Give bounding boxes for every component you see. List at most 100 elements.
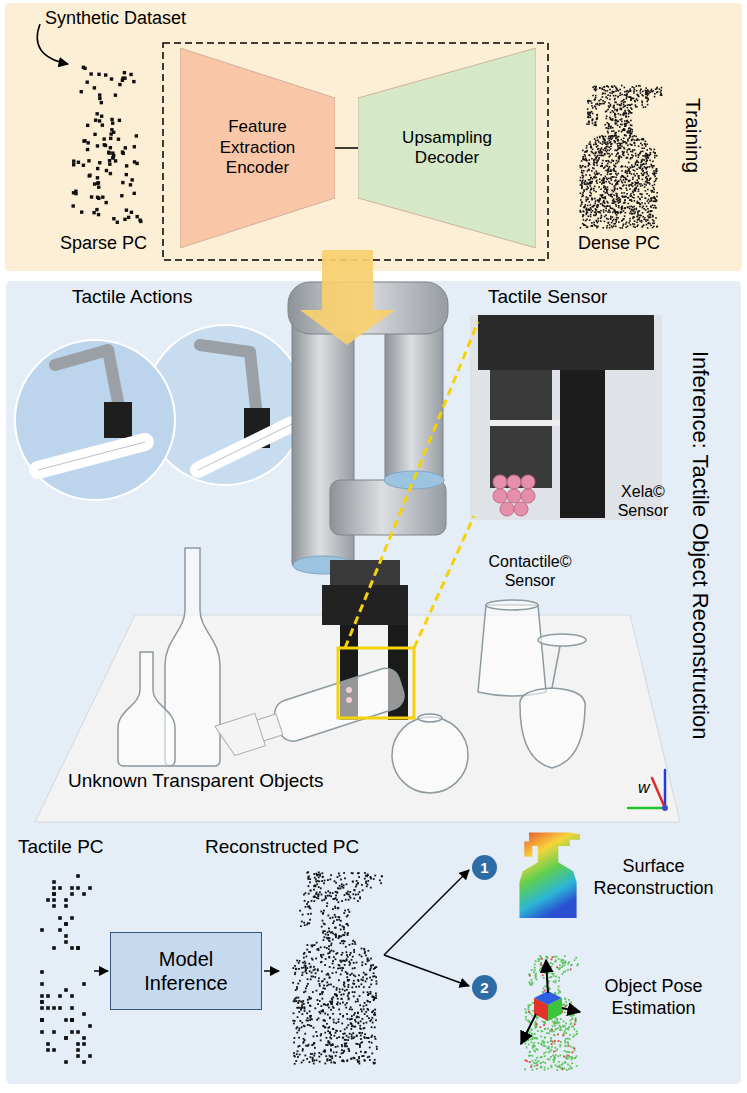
reconstructed-point-cloud [359,995,361,997]
reconstructed-point-cloud [318,980,320,982]
dense-point-cloud [651,197,653,199]
dense-point-cloud [648,175,650,177]
tactile-point-cloud [46,1006,50,1010]
dense-point-cloud [629,96,631,98]
dense-point-cloud [620,166,622,168]
dense-point-cloud [656,88,658,90]
dense-point-cloud [643,163,645,165]
dense-point-cloud [642,168,644,170]
dense-point-cloud [638,167,640,169]
dense-point-cloud [632,213,634,215]
dense-point-cloud [653,191,655,193]
tactile-point-cloud [40,994,44,998]
tactile-action-circles [198,424,292,470]
dense-point-cloud [635,182,637,184]
dense-point-cloud [638,145,640,147]
tactile-point-cloud [52,946,56,950]
dense-point-cloud [604,93,606,95]
dense-point-cloud [610,170,612,172]
tactile-action-circles [145,325,305,485]
dense-point-cloud [614,85,616,87]
sparse-point-cloud [117,138,120,141]
dense-point-cloud [630,158,632,160]
dense-point-cloud [628,109,630,111]
dense-point-cloud [607,222,609,224]
reconstructed-point-cloud [357,1000,359,1002]
dense-point-cloud [642,138,644,140]
dense-point-cloud [592,107,594,109]
dense-point-cloud [583,207,585,209]
dense-point-cloud [636,164,638,166]
reconstructed-point-cloud [359,896,361,898]
dense-point-cloud [625,207,627,209]
dense-point-cloud [605,143,607,145]
dense-point-cloud [610,138,612,140]
dense-point-cloud [623,114,625,116]
dense-point-cloud [607,94,609,96]
dense-point-cloud [609,140,611,142]
reconstructed-point-cloud [338,1036,340,1038]
dense-point-cloud [606,151,608,153]
dense-point-cloud [618,211,620,213]
dense-point-cloud [604,196,606,198]
dense-point-cloud [586,160,588,162]
reconstructed-point-cloud [303,1041,305,1043]
dense-point-cloud [616,195,618,197]
sparse-point-cloud [125,173,128,176]
reconstructed-point-cloud [313,873,315,875]
dense-point-cloud [593,163,595,165]
dense-point-cloud [641,173,643,175]
dense-point-cloud [631,164,633,166]
tactile-point-cloud [40,1006,44,1010]
dense-point-cloud [628,180,630,182]
dense-point-cloud [594,89,596,91]
dense-point-cloud [596,117,598,119]
reconstructed-point-cloud [359,1063,361,1065]
dense-point-cloud [590,216,592,218]
sparse-point-cloud [83,67,86,70]
dense-point-cloud [607,205,609,207]
reconstructed-point-cloud [323,1003,325,1005]
dense-point-cloud [651,89,653,91]
dense-point-cloud [640,204,642,206]
sparse-point-cloud [139,220,142,223]
tactile-action-circles [104,402,132,438]
dense-point-cloud [641,194,643,196]
dense-point-cloud [608,153,610,155]
dense-point-cloud [586,200,588,202]
dense-point-cloud [605,165,607,167]
dense-point-cloud [654,181,656,183]
dense-point-cloud [586,211,588,213]
dense-point-cloud [609,92,611,94]
dense-point-cloud [608,138,610,140]
dense-point-cloud [584,151,586,153]
reconstructed-point-cloud [308,963,310,965]
dense-point-cloud [582,216,584,218]
dense-point-cloud [608,105,610,107]
reconstructed-point-cloud [335,1030,337,1032]
reconstructed-point-cloud [325,958,327,960]
dense-point-cloud [638,85,640,87]
dense-point-cloud [636,226,638,228]
dense-point-cloud [600,218,602,220]
dense-point-cloud [595,143,597,145]
tactile-point-cloud [82,1012,86,1016]
dense-point-cloud [623,147,625,149]
dense-point-cloud [615,123,617,125]
dense-point-cloud [602,182,604,184]
dense-point-cloud [625,135,627,137]
dense-point-cloud [636,173,638,175]
dense-point-cloud [609,166,611,168]
dense-point-cloud [615,135,617,137]
dense-point-cloud [596,118,598,120]
dense-point-cloud [633,92,635,94]
reconstructed-point-cloud [323,882,325,884]
dense-point-cloud [586,208,588,210]
dense-point-cloud [607,90,609,92]
dense-point-cloud [615,171,617,173]
tactile-point-cloud [52,886,56,890]
dense-point-cloud [601,152,603,154]
dense-point-cloud [654,205,656,207]
dense-point-cloud [624,134,626,136]
dense-point-cloud [591,105,593,107]
